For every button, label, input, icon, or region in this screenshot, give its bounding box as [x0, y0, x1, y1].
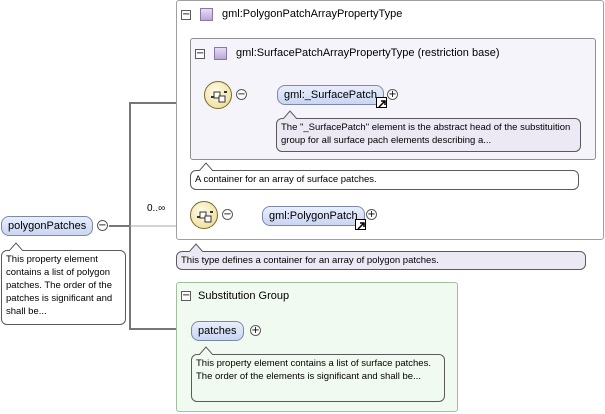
sequence-compositor-icon[interactable]: [190, 201, 218, 229]
polygon-patches-element[interactable]: polygonPatches: [1, 216, 94, 236]
sequence-collapse-icon[interactable]: −: [236, 89, 247, 100]
polygon-patches-note: This property element contains a list of…: [1, 250, 126, 325]
polygon-patches-collapse-icon[interactable]: −: [97, 220, 108, 231]
outer-type-note: This type defines a container for an arr…: [176, 251, 586, 270]
outer-type-title: gml:PolygonPatchArrayPropertyType: [222, 8, 403, 20]
note-pointer: [9, 242, 23, 251]
patches-note: This property element contains a list of…: [191, 354, 445, 402]
note-pointer: [199, 162, 213, 171]
inner-type-collapse-icon[interactable]: −: [195, 48, 205, 59]
reference-arrow-icon: [376, 97, 387, 108]
patches-element[interactable]: patches: [191, 321, 244, 341]
note-pointer: [189, 243, 203, 252]
sequence-glyph-icon: [211, 91, 227, 103]
note-pointer: [283, 110, 297, 119]
substitution-group-title: Substitution Group: [198, 290, 290, 302]
inner-type-title: gml:SurfacePatchArrayPropertyType (restr…: [236, 47, 500, 59]
substitution-group-collapse-icon[interactable]: −: [181, 290, 191, 301]
complex-type-icon: [214, 47, 227, 60]
polygon-patch-expand-icon[interactable]: +: [366, 209, 377, 220]
cardinality-label: 0..∞: [147, 203, 166, 214]
patches-expand-icon[interactable]: +: [250, 325, 261, 336]
outer-type-collapse-icon[interactable]: −: [181, 9, 191, 20]
sequence-compositor-icon[interactable]: [204, 81, 232, 109]
surface-patch-element[interactable]: gml:_SurfacePatch: [277, 85, 384, 105]
surface-patch-note: The "_SurfacePatch" element is the abstr…: [276, 118, 581, 152]
reference-arrow-icon: [355, 219, 366, 230]
polygon-patch-element[interactable]: gml:PolygonPatch: [262, 206, 365, 226]
sequence-glyph-icon: [197, 211, 213, 223]
surface-patch-expand-icon[interactable]: +: [387, 89, 398, 100]
note-pointer: [199, 346, 213, 355]
complex-type-icon: [200, 8, 213, 21]
sequence-collapse-icon[interactable]: −: [222, 209, 233, 220]
inner-type-note: A container for an array of surface patc…: [190, 170, 579, 190]
